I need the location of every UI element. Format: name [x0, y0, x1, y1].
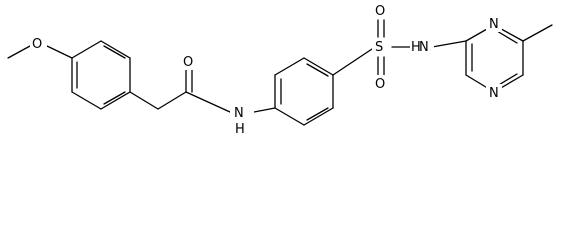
pyrimidine-nitrogen-bottom-label: N — [489, 86, 499, 101]
pyrimidine-nitrogen-top-label: N — [489, 17, 499, 32]
acetamide-bonds — [129, 69, 276, 113]
amide-hydrogen-label: H — [235, 122, 245, 137]
structure-drawing: O O N H S O O N H N N — [7, 2, 553, 137]
methoxyphenyl-ring — [71, 40, 131, 110]
phenylene-ring — [274, 57, 334, 126]
sulfur-label: S — [375, 40, 383, 55]
chemical-structure: O O N H S O O N H N N — [7, 2, 553, 137]
sulfonamide-nitrogen-label: N — [419, 40, 429, 55]
pyrimidine-ring — [465, 24, 553, 93]
sulfonyl-oxygen-bottom-label: O — [375, 77, 385, 92]
sulfonamide-hydrogen-label: H — [411, 40, 421, 55]
methoxy-bonds — [7, 45, 73, 59]
sulfonyl-oxygen-top-label: O — [375, 4, 385, 19]
methoxy-oxygen-label: O — [32, 37, 42, 52]
sulfonamide-bonds — [332, 19, 467, 77]
amide-nitrogen-label: N — [234, 106, 244, 121]
carbonyl-oxygen-label: O — [183, 55, 193, 70]
